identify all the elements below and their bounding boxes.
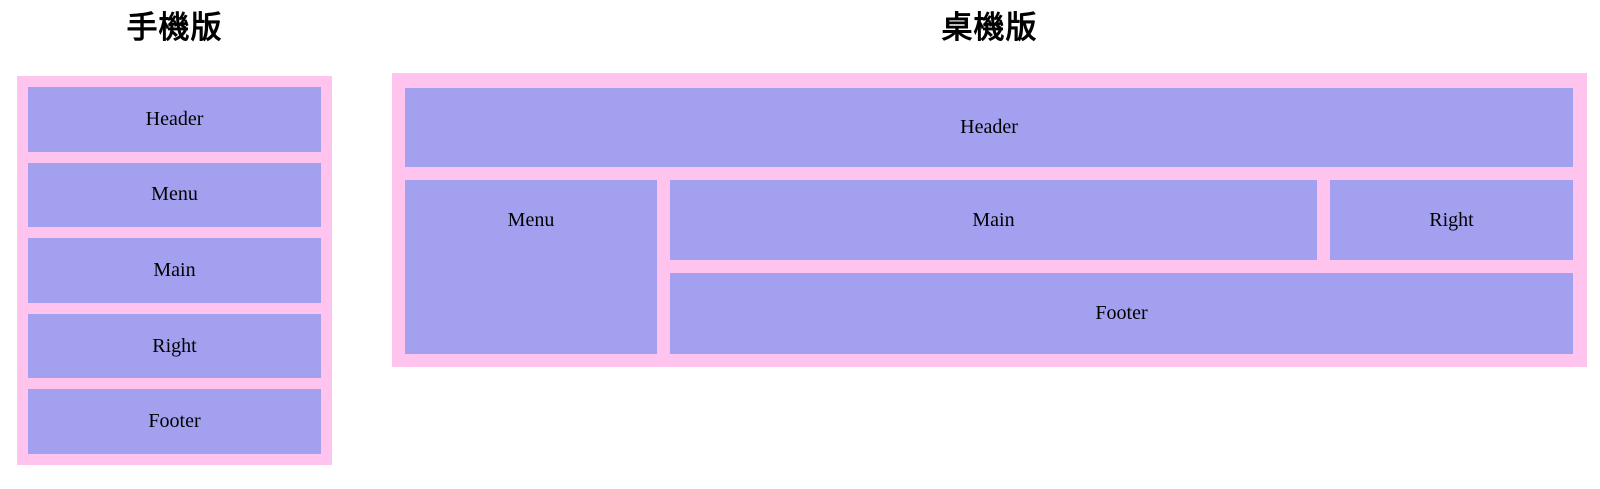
mobile-right-block: Right [28, 313, 321, 379]
desktop-main-block: Main [670, 180, 1317, 260]
desktop-layout-container: Header Menu Main Right Footer [392, 73, 1587, 367]
desktop-version-title: 桌機版 [941, 10, 1038, 45]
desktop-right-block: Right [1330, 180, 1573, 260]
mobile-header-block: Header [28, 87, 321, 152]
desktop-menu-block: Menu [405, 180, 657, 354]
mobile-version-title: 手機版 [126, 10, 223, 45]
desktop-header-block: Header [405, 88, 1573, 167]
mobile-layout-container: Header Menu Main Right Footer [17, 76, 332, 465]
desktop-footer-block: Footer [670, 273, 1573, 354]
mobile-main-block: Main [28, 238, 321, 303]
mobile-menu-block: Menu [28, 162, 321, 228]
mobile-footer-block: Footer [28, 389, 321, 454]
